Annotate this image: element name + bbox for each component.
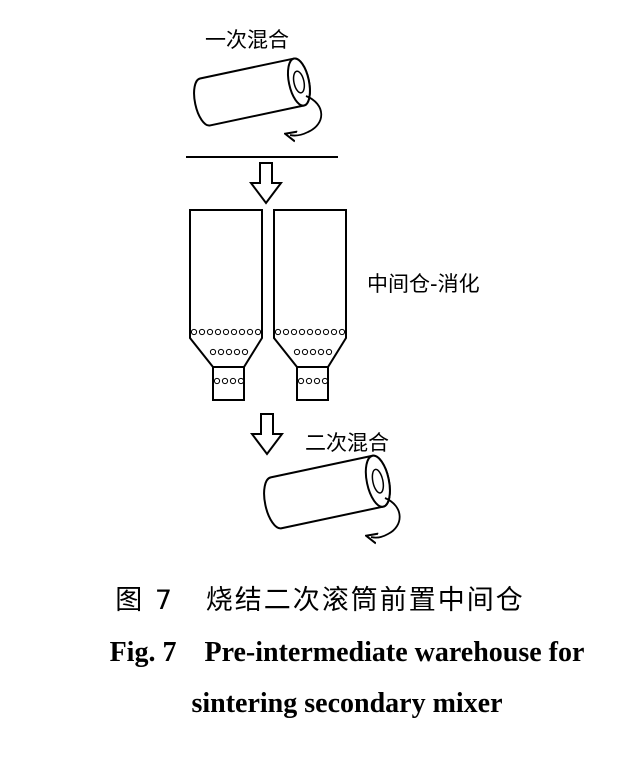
rotation-arrow-second-icon (371, 497, 401, 538)
drum-first-icon (193, 57, 311, 127)
label-bin: 中间仓-消化 (367, 272, 480, 296)
caption-en-line2: sintering secondary mixer (191, 688, 502, 719)
caption-cn: 图 7 烧结二次滚筒前置中间仓 (115, 585, 525, 616)
bin-left (189, 209, 263, 401)
bin-right-holes (274, 328, 346, 385)
rotation-arrow-first-icon (290, 95, 323, 136)
caption-en-line1: Fig. 7 Pre-intermediate warehouse for (110, 637, 585, 668)
bin-right (273, 209, 347, 401)
down-arrow-1-icon (249, 162, 283, 205)
label-second-mix: 二次混合 (305, 431, 389, 455)
down-arrow-2-icon (250, 413, 284, 456)
drum-second-icon (263, 454, 391, 530)
label-first-mix: 一次混合 (205, 28, 289, 52)
bin-left-holes (190, 328, 262, 385)
